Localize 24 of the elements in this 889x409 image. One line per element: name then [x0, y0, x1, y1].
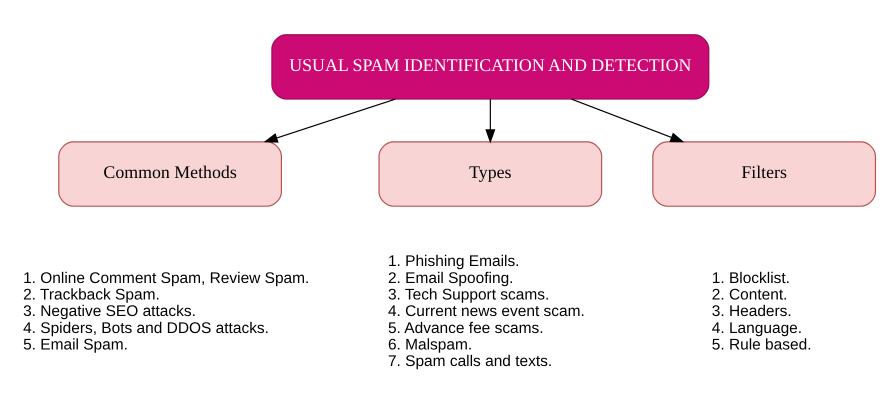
arrow	[485, 99, 496, 144]
node-box: Types	[378, 140, 602, 206]
node-label: 2. Email Spoofing.	[388, 269, 514, 286]
node-label: 5. Advance fee scams.	[388, 319, 544, 336]
node-box: Common Methods	[58, 140, 282, 206]
arrow	[571, 98, 685, 142]
node-label: 3. Headers.	[712, 302, 792, 320]
node-label: 7. Spam calls and texts.	[388, 352, 552, 370]
node-box: USUAL SPAM IDENTIFICATION AND DETECTION	[271, 34, 710, 100]
node-label: 5. Email Spam.	[23, 336, 128, 354]
node-label: 4. Current news event scam.	[388, 302, 585, 320]
node-label: 2. Content.	[712, 286, 788, 304]
node-label: 1. Phishing Emails.	[388, 252, 520, 270]
node-label: 4. Language.	[712, 319, 802, 336]
node-box: Filters	[652, 140, 876, 206]
node-label: 3. Tech Support scams.	[388, 286, 550, 304]
node-label: 3. Negative SEO attacks.	[23, 302, 196, 320]
arrow	[263, 98, 396, 142]
node-label: 5. Rule based.	[712, 336, 812, 354]
node-label: 1. Online Comment Spam, Review Spam.	[23, 269, 310, 286]
node-label: 4. Spiders, Bots and DDOS attacks.	[23, 319, 269, 336]
node-label: 2. Trackback Spam.	[23, 286, 160, 304]
node-label: 6. Malspam.	[388, 336, 472, 354]
node-label: 1. Blocklist.	[712, 269, 790, 286]
